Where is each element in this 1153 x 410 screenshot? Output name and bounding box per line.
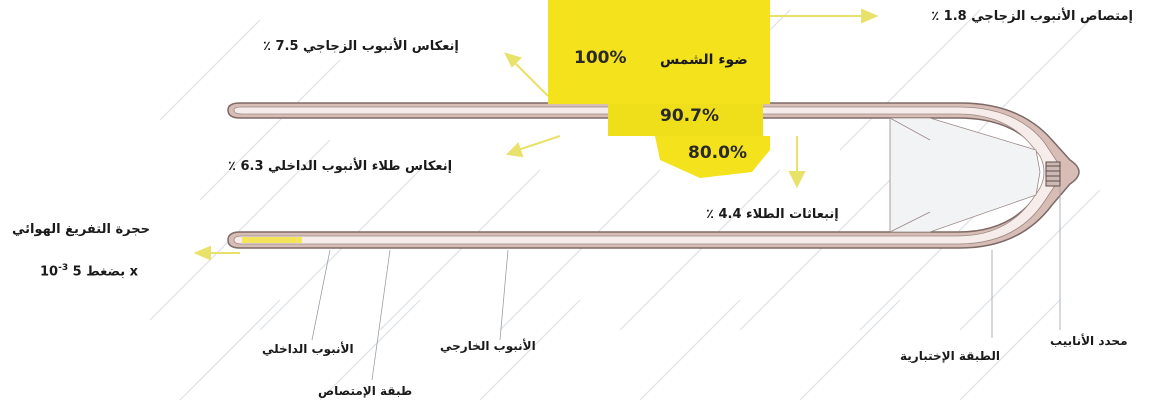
thin-arrows <box>193 8 879 261</box>
coating-emission-label: إنبعاثات الطلاء 4.4 ٪ <box>706 207 839 222</box>
sunlight-percent: 100% <box>574 48 627 68</box>
test-layer-label: الطبقة الإختبارية <box>900 349 1000 363</box>
glass-reflection-label: إنعكاس الأنبوب الزجاجي 7.5 ٪ <box>263 39 459 54</box>
sunlight-arrow <box>548 0 770 178</box>
bend-region <box>889 117 1041 233</box>
absorption-strip-bottom <box>242 237 302 243</box>
tube-limiter-label: محدد الأنابيب <box>1050 334 1128 348</box>
glass-absorption-label: إمتصاص الأنبوب الزجاجي 1.8 ٪ <box>931 9 1133 24</box>
vacuum-chamber-label: حجرة التفريغ الهوائي <box>12 222 150 237</box>
vacuum-pressure-label: 10-3 بضغط 5 x <box>40 263 139 280</box>
outer-tube-label: الأنبوب الخارجي <box>440 339 536 353</box>
transmitted-percent: 90.7% <box>660 106 719 126</box>
inner-tube-label: الأنبوب الداخلي <box>262 342 354 356</box>
absorption-layer-label: طبقة الإمتصاص <box>318 384 413 398</box>
inner-coating-reflection-label: إنعكاس طلاء الأنبوب الداخلي 6.3 ٪ <box>228 159 453 174</box>
background-hatch <box>149 9 1101 401</box>
vacuum-pressure-base: 10 <box>40 264 59 280</box>
vacuum-pressure-exp: -3 <box>58 263 69 273</box>
leader-lines <box>311 186 1061 381</box>
absorbed-percent: 80.0% <box>688 143 747 163</box>
vacuum-pressure-prefix: بضغط 5 x <box>72 264 139 280</box>
tube-limiter-icon <box>1045 161 1061 187</box>
sunlight-label: ضوء الشمس <box>660 52 748 68</box>
